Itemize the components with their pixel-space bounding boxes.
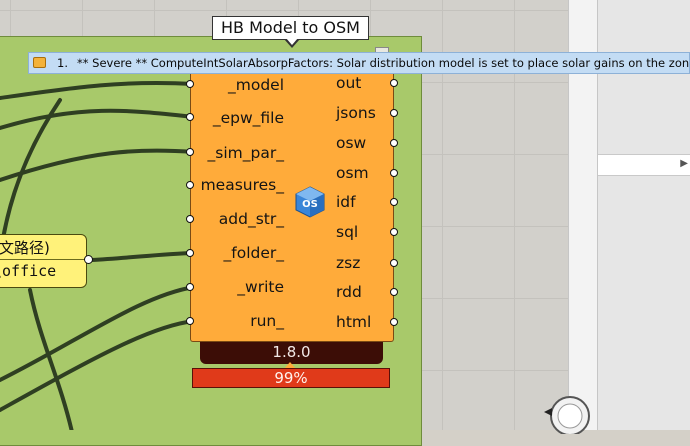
input-write[interactable]: _write [237, 278, 284, 296]
output-html[interactable]: html [336, 313, 372, 331]
wire-folder[interactable] [89, 251, 196, 262]
grip-out-rdd[interactable] [390, 288, 398, 296]
wire-layer [0, 80, 196, 430]
tooltip-tail-fill [286, 38, 298, 45]
panel-title: 文路径) [0, 239, 50, 257]
grip-out-out[interactable] [390, 79, 398, 87]
grip-out-zsz[interactable] [390, 259, 398, 267]
grip-in-simpar[interactable] [186, 148, 194, 156]
output-out[interactable]: out [336, 74, 362, 92]
grip-in-epw[interactable] [186, 113, 194, 121]
grip-in-model[interactable] [186, 80, 194, 88]
input-epw-file[interactable]: _epw_file [212, 109, 284, 127]
output-zsz[interactable]: zsz [336, 254, 361, 272]
warning-number: 1. [57, 56, 68, 70]
grip-out-osm[interactable] [390, 169, 398, 177]
grip-out-sql[interactable] [390, 228, 398, 236]
output-osw[interactable]: osw [336, 134, 367, 152]
wire-model[interactable] [0, 80, 196, 100]
wire-write[interactable] [0, 285, 196, 382]
grip-in-addstr[interactable] [186, 215, 194, 223]
input-add-str[interactable]: add_str_ [218, 210, 284, 228]
version-notch [284, 362, 296, 369]
grip-in-run[interactable] [186, 317, 194, 325]
svg-text:OS: OS [302, 199, 318, 210]
wire-run[interactable] [0, 319, 196, 412]
grip-out-idf[interactable] [390, 198, 398, 206]
component-version: 1.8.0 [200, 342, 383, 364]
output-sql[interactable]: sql [336, 223, 359, 241]
grip-in-measures[interactable] [186, 181, 194, 189]
grip-in-write[interactable] [186, 283, 194, 291]
hb-model-to-osm-component[interactable]: _model _epw_file _sim_par_ measures_ add… [190, 74, 394, 342]
runtime-warning-balloon[interactable]: 1. ** Severe ** ComputeIntSolarAbsorpFac… [28, 52, 690, 74]
grip-out-jsons[interactable] [390, 109, 398, 117]
panel-output-grip[interactable] [84, 255, 93, 264]
panel-value: \office [0, 262, 57, 280]
input-run[interactable]: run_ [250, 312, 284, 330]
wire-epw[interactable] [0, 108, 196, 130]
input-measures[interactable]: measures_ [200, 176, 284, 194]
text-panel[interactable]: 文路径) \office [0, 234, 87, 288]
input-folder[interactable]: _folder_ [223, 244, 285, 262]
panel-divider [0, 259, 86, 260]
component-name-tooltip: HB Model to OSM [212, 16, 369, 40]
wire-simpar[interactable] [0, 148, 196, 182]
grip-out-html[interactable] [390, 318, 398, 326]
output-rdd[interactable]: rdd [336, 283, 362, 301]
wire-long-down[interactable] [28, 288, 74, 430]
warning-icon [33, 57, 46, 68]
wire-long-left[interactable] [0, 98, 62, 300]
scroll-arrow-icon[interactable]: ▶ [680, 158, 688, 169]
output-idf[interactable]: idf [336, 193, 356, 211]
output-jsons[interactable]: jsons [336, 104, 376, 122]
warning-text: ** Severe ** ComputeIntSolarAbsorpFactor… [77, 56, 690, 70]
grip-in-folder[interactable] [186, 249, 194, 257]
openstudio-icon: OS [295, 186, 325, 218]
input-model[interactable]: _model [227, 76, 284, 94]
output-osm[interactable]: osm [336, 164, 369, 182]
grip-out-osw[interactable] [390, 139, 398, 147]
input-sim-par[interactable]: _sim_par_ [207, 144, 284, 162]
side-panel-field[interactable]: ▶ [598, 154, 690, 176]
arrow-left-icon[interactable] [544, 408, 552, 416]
progress-bar: 99% [192, 368, 390, 388]
navigation-compass-widget[interactable] [542, 394, 590, 434]
